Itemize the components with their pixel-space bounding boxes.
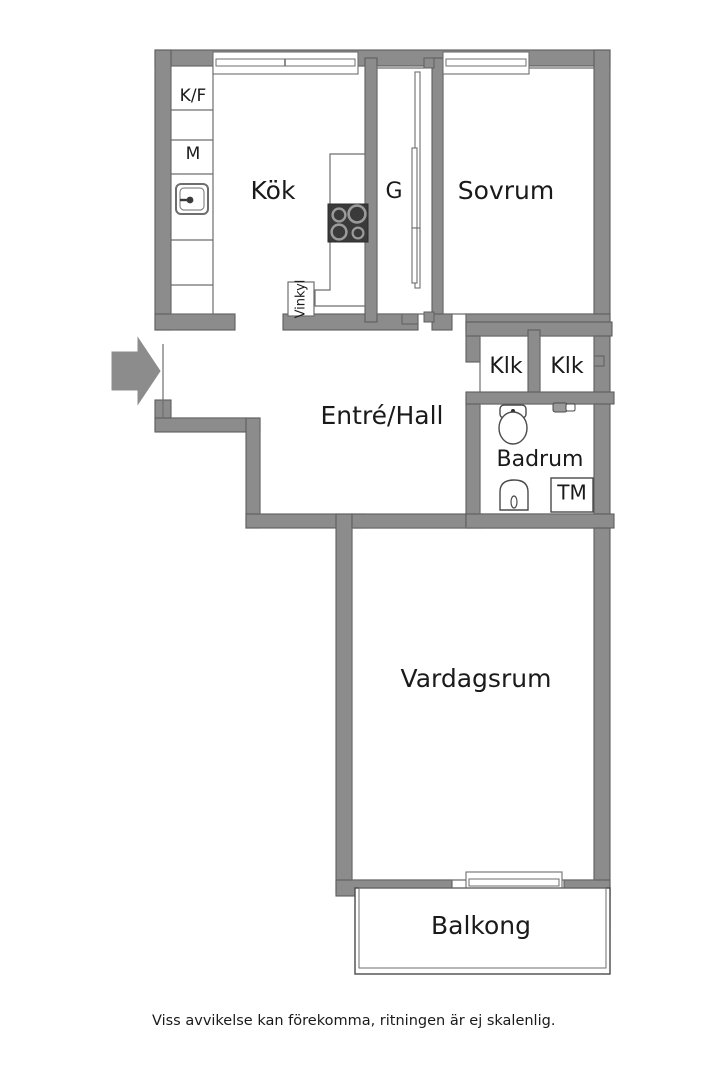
stove-four-burner-icon: [327, 203, 369, 243]
kitchen-sink-icon: [175, 183, 209, 215]
window-kitchen: [212, 51, 359, 75]
fixture-label-wine-cooler: Vinkyl: [294, 280, 309, 319]
room-label-vardagsrum: Vardagsrum: [401, 664, 552, 693]
room-label-klk-right: Klk: [550, 354, 584, 379]
entrance-direction-arrow: [111, 336, 161, 406]
fixture-label-fridge-freezer: K/F: [180, 86, 207, 106]
washing-machine-box: [550, 477, 594, 513]
room-label-garderob: G: [385, 179, 402, 204]
room-label-sovrum: Sovrum: [458, 176, 554, 205]
room-label-entre-hall: Entré/Hall: [321, 401, 444, 430]
toilet-icon: [498, 404, 528, 445]
fixture-label-washing-machine: TM: [556, 481, 586, 505]
wine-cooler-cabinet: [287, 281, 315, 317]
washbasin-icon: [499, 479, 529, 511]
balcony-outline: [354, 887, 611, 975]
room-label-kok: Kök: [251, 176, 296, 205]
room-label-balkong: Balkong: [431, 911, 531, 940]
wall-faucet-icon: [552, 402, 576, 413]
fixture-label-microwave: M: [186, 144, 201, 164]
room-label-klk-left: Klk: [489, 354, 523, 379]
room-label-badrum: Badrum: [497, 447, 584, 472]
wall-structure: [154, 49, 615, 931]
window-bedroom: [442, 51, 530, 75]
wardrobe-sliding-doors: [411, 71, 421, 289]
disclaimer-footnote: Viss avvikelse kan förekomma, ritningen …: [152, 1013, 555, 1029]
